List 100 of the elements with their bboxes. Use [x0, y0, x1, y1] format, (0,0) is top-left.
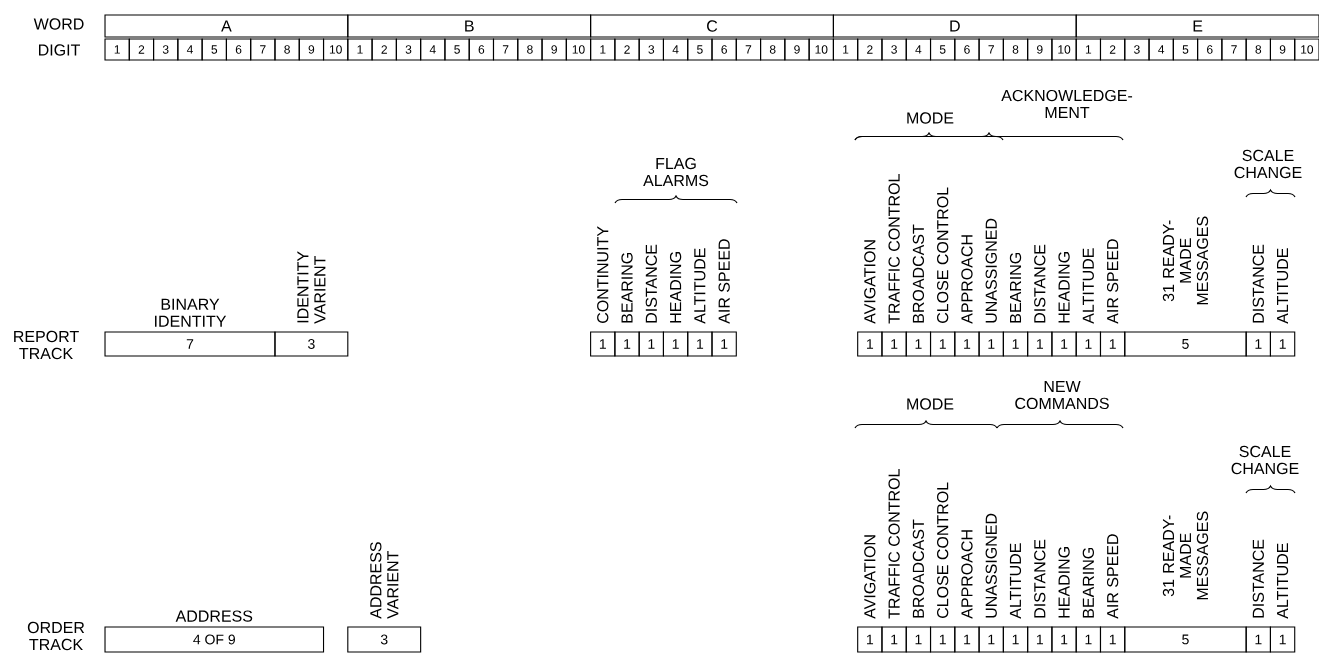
- bit-field: BEARING 1: [1075, 547, 1102, 653]
- group-label: FLAG ALARMS: [643, 157, 709, 187]
- digit-cell: 3: [638, 38, 664, 61]
- bit-field: UNASSIGNED 1: [978, 218, 1004, 357]
- bit-field: DISTANCE 1: [638, 244, 664, 357]
- group-label: ACKNOWLEDGE- MENT: [1001, 89, 1133, 119]
- digit-cell: 4: [662, 38, 689, 61]
- bit-field: DISTANCE 1: [1245, 539, 1271, 653]
- digit-cell: 6: [954, 38, 980, 61]
- node-label: BEARING: [621, 252, 633, 323]
- row-label: DIGIT: [39, 44, 80, 56]
- bit-field: HEADING 1: [1051, 252, 1077, 357]
- digit-cell: 1: [1075, 38, 1102, 61]
- digit-cell: 2: [128, 38, 155, 61]
- word-cell: B: [347, 14, 592, 38]
- digit-cell: 9: [541, 38, 567, 61]
- node-label: AVIGATION: [864, 535, 876, 619]
- bit-field: ADDRESS 4 OF 9: [104, 610, 325, 653]
- digit-cell: 8: [760, 38, 786, 61]
- row-label: WORD: [33, 18, 84, 30]
- node-label: ADDRESS: [175, 610, 253, 622]
- group-label: NEW COMMANDS: [1015, 380, 1109, 410]
- node-label: HEADING: [669, 252, 682, 323]
- node-label: DISTANCE: [1034, 244, 1046, 323]
- digit-cell: 10: [1294, 38, 1319, 61]
- node-label: BEARING: [1082, 547, 1095, 618]
- digit-cell: 5: [201, 38, 227, 61]
- node-label: HEADING: [1058, 547, 1070, 618]
- digit-cell: 6: [468, 38, 495, 61]
- row-label: ORDER TRACK: [27, 621, 85, 651]
- digit-cell: 9: [298, 38, 325, 61]
- node-label: BROADCAST: [912, 224, 925, 323]
- group-label: MODE: [907, 112, 954, 124]
- group-label: SCALE CHANGE: [1234, 149, 1302, 179]
- digit-cell: 10: [322, 38, 349, 61]
- digit-cell: 1: [104, 38, 130, 61]
- digit-cell: 3: [395, 38, 422, 61]
- node-label: ALTITUDE: [694, 248, 706, 324]
- bit-field: APPROACH 1: [954, 235, 980, 357]
- bit-field: AIR SPEED 1: [1099, 534, 1126, 653]
- digit-cell: 2: [1099, 38, 1126, 61]
- digit-cell: 1: [832, 38, 859, 61]
- digit-cell: 9: [1269, 38, 1296, 61]
- bit-field: ALTITUDE 1: [1075, 248, 1102, 357]
- digit-cell: 5: [687, 38, 713, 61]
- digit-cell: 5: [444, 38, 470, 61]
- node-label: AIR SPEED: [1106, 534, 1119, 619]
- bit-field: HEADING 1: [1051, 547, 1077, 653]
- digit-cell: 2: [371, 38, 397, 61]
- node-label: AIR SPEED: [718, 239, 730, 324]
- node-label: TRAFFIC CONTROL: [888, 469, 900, 619]
- bit-field: AVIGATION 1: [857, 535, 883, 653]
- bit-field: ALTITUDE 1: [687, 248, 713, 357]
- digit-cell: 3: [881, 38, 907, 61]
- digit-cell: 1: [590, 38, 616, 61]
- bit-field: BROADCAST 1: [905, 519, 932, 653]
- digit-cell: 1: [347, 38, 373, 61]
- node-label: HEADING: [1058, 252, 1070, 323]
- digit-cell: 7: [492, 38, 519, 61]
- digit-cell: 7: [1221, 38, 1247, 61]
- node-label: APPROACH: [961, 235, 973, 324]
- node-label: ALTITUDE: [1082, 248, 1094, 324]
- digit-cell: 6: [711, 38, 737, 61]
- node-label: BROADCAST: [912, 519, 925, 618]
- node-label: ADDRESS VARIENT: [370, 542, 399, 619]
- bit-field: ALTITUDE 1: [1269, 543, 1296, 653]
- bit-field: BROADCAST 1: [905, 224, 932, 357]
- digit-cell: 9: [784, 38, 810, 61]
- node-label: DISTANCE: [645, 244, 657, 323]
- word-cell: C: [590, 14, 834, 38]
- bit-field: TRAFFIC CONTROL 1: [881, 469, 907, 653]
- digit-cell: 4: [420, 38, 446, 61]
- node-label: TRAFFIC CONTROL: [888, 174, 900, 324]
- digit-cell: 6: [225, 38, 252, 61]
- node-label: CLOSE CONTROL: [937, 482, 949, 618]
- bit-field: DISTANCE 1: [1027, 539, 1053, 653]
- bit-field: TRAFFIC CONTROL 1: [881, 174, 907, 357]
- digit-cell: 4: [905, 38, 932, 61]
- node-label: APPROACH: [961, 530, 973, 619]
- digit-cell: 2: [614, 38, 640, 61]
- node-label: CLOSE CONTROL: [937, 187, 949, 323]
- word-cell: D: [832, 14, 1077, 38]
- group-label: MODE: [907, 398, 954, 410]
- digit-cell: 9: [1027, 38, 1053, 61]
- digit-cell: 4: [177, 38, 203, 61]
- node-label: ALTITUDE: [1009, 543, 1022, 619]
- bit-field: DISTANCE 1: [1027, 244, 1053, 357]
- bit-field: AVIGATION 1: [857, 240, 883, 357]
- digit-cell: 3: [1124, 38, 1150, 61]
- node-label: IDENTITY VARIENT: [297, 251, 326, 324]
- bit-field: IDENTITY VARIENT 3: [274, 251, 349, 357]
- digit-cell: 6: [1197, 38, 1223, 61]
- node-label: AVIGATION: [864, 240, 876, 324]
- bit-field: ALTITUDE 1: [1269, 248, 1296, 357]
- digit-cell: 4: [1148, 38, 1174, 61]
- node-label: DISTANCE: [1252, 539, 1264, 618]
- row-label: REPORT TRACK: [14, 330, 79, 360]
- node-label: BEARING: [1009, 252, 1022, 323]
- bit-field: 31 READY-MADE MESSAGES 5: [1124, 511, 1247, 653]
- bit-field: CLOSE CONTROL 1: [930, 187, 956, 357]
